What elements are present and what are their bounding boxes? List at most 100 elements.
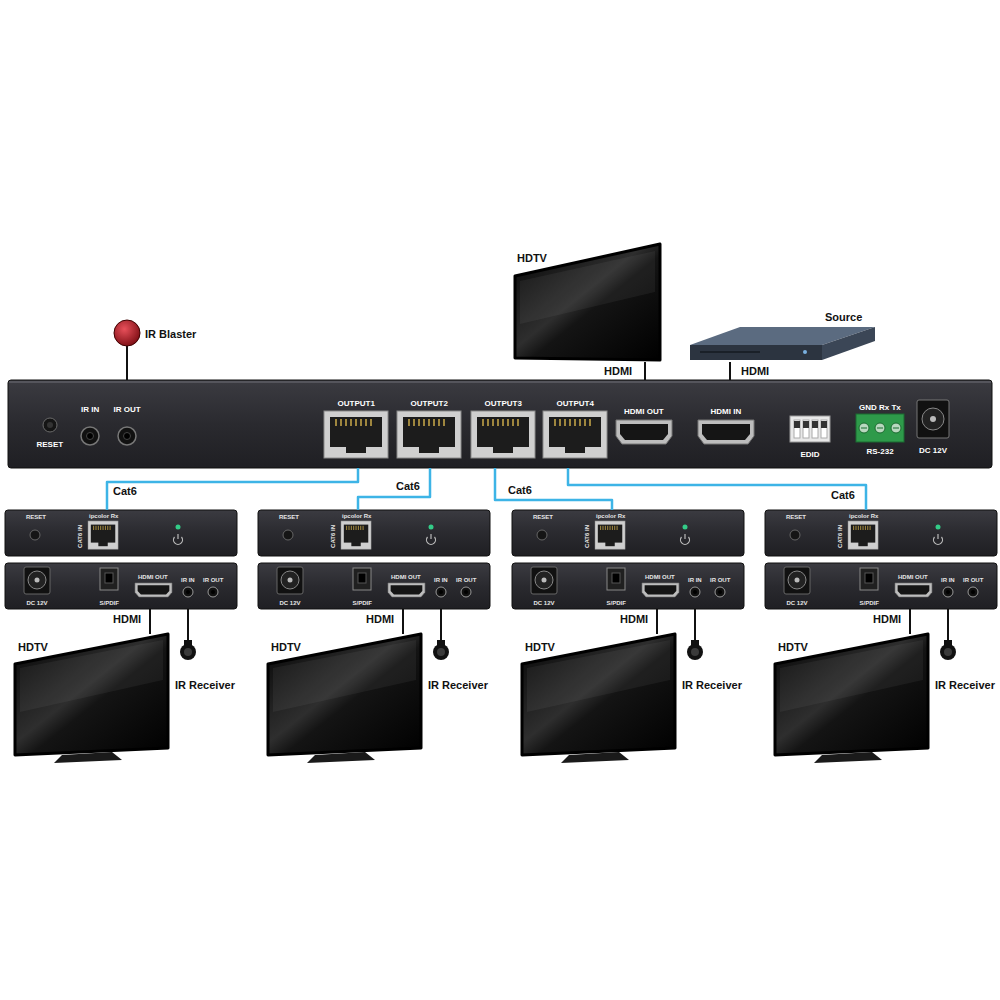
port-label: GND Rx Tx: [859, 403, 901, 412]
receiver-front: RESET ipcolor Rx CAT6 IN: [512, 510, 744, 556]
device-label: HDTV: [18, 641, 48, 654]
cable-label: Cat6: [507, 484, 533, 497]
port-label: IR OUT: [114, 405, 141, 414]
hdtv-screen: [268, 634, 421, 763]
port-label: S/PDIF: [860, 600, 879, 607]
device-label: Source: [825, 311, 862, 324]
cable: [729, 362, 731, 380]
cable-label: HDMI: [603, 365, 633, 378]
device-label: IR Receiver: [175, 679, 235, 692]
port-label: HDMI OUT: [898, 574, 928, 581]
transmitter-unit: RESETIR INIR OUTOUTPUT1OUTPUT2OUTPUT3OUT…: [8, 380, 992, 468]
cat6-cable: [568, 468, 866, 510]
port-label: HDMI OUT: [624, 407, 664, 416]
ir-blaster-emitter: [114, 320, 140, 346]
source-player: Source: [688, 308, 878, 362]
device-label: IR Receiver: [935, 679, 995, 692]
receiver-rear: DC 12V S/PDIF HDMI OUT IR IN IR OUT: [5, 563, 237, 609]
hdtv-display: HDTV: [513, 238, 662, 362]
receiver-front-panel: [512, 510, 744, 556]
port-label: IR IN: [434, 577, 448, 584]
cable: [126, 350, 128, 380]
blaster-stem: [126, 346, 128, 350]
receiver-front-panel: [5, 510, 237, 556]
hdtv-screen: [15, 634, 168, 763]
receiver-rear: DC 12VS/PDIFHDMI OUTIR INIR OUT: [765, 563, 997, 609]
cable: [187, 609, 189, 640]
cable-label: HDMI: [112, 613, 142, 626]
port-label: S/PDIF: [607, 600, 626, 607]
port-label: RS-232: [867, 447, 894, 456]
device-label: IR Receiver: [428, 679, 488, 692]
port-label: IR OUT: [963, 577, 983, 584]
hdtv-display: HDTV: [266, 634, 425, 764]
port-label: DC 12V: [534, 600, 555, 607]
port-label: CAT6 IN: [77, 525, 84, 548]
port-label: RESET: [37, 440, 64, 449]
hdtv-display: HDTV: [773, 634, 932, 764]
device-label: IR Blaster: [145, 328, 196, 341]
cat6-cable: [358, 468, 430, 510]
cable-label: Cat6: [395, 480, 421, 493]
ir-sensor: [433, 640, 449, 660]
port-label: RESET: [26, 514, 46, 521]
port-label: IR IN: [81, 405, 99, 414]
cable: [402, 609, 404, 634]
port-label: HDMI OUT: [391, 574, 421, 581]
cable-label: HDMI: [872, 613, 902, 626]
port-label: IR IN: [941, 577, 955, 584]
port-label: IR OUT: [456, 577, 476, 584]
receiver-front: RESET ipcolor Rx CAT6 IN: [5, 510, 237, 556]
port-label: IR IN: [181, 577, 195, 584]
ir-receiver: IR Receiver: [680, 640, 744, 694]
device-label: HDTV: [778, 641, 808, 654]
port-label: IR OUT: [203, 577, 223, 584]
cable: [644, 362, 646, 380]
cable: [656, 609, 658, 634]
port-label: HDMI IN: [711, 407, 742, 416]
ir-sensor: [940, 640, 956, 660]
receiver-rear: DC 12V S/PDIF HDMI OUT IR IN IR OUT: [512, 563, 744, 609]
cat6-cable: [107, 468, 358, 510]
port-label: IR OUT: [710, 577, 730, 584]
receiver-front: RESETipcolor RxCAT6 IN: [258, 510, 490, 556]
source-player-body: [690, 327, 875, 360]
port-label: HDMI OUT: [645, 574, 675, 581]
receiver-front-panel: [258, 510, 490, 556]
port-label: OUTPUT1: [338, 399, 375, 408]
ir-receiver: IR Receiver: [173, 640, 237, 694]
port-label: DC 12V: [919, 446, 947, 455]
hdtv-display: HDTV: [520, 634, 679, 764]
port-label: CAT6 IN: [837, 525, 844, 548]
port-label: ipcolor Rx: [849, 513, 878, 520]
cable-label: Cat6: [830, 489, 856, 502]
port-label: S/PDIF: [100, 600, 119, 607]
receiver-rear: DC 12VS/PDIFHDMI OUTIR INIR OUT: [258, 563, 490, 609]
port-label: RESET: [279, 514, 299, 521]
device-label: HDTV: [525, 641, 555, 654]
hdtv-display: HDTV: [13, 634, 172, 764]
port-label: DC 12V: [27, 600, 48, 607]
port-label: OUTPUT2: [411, 399, 448, 408]
cable: [947, 609, 949, 640]
receiver-front-panel: [765, 510, 997, 556]
port-label: HDMI OUT: [138, 574, 168, 581]
cable: [149, 609, 151, 634]
ir-sensor: [687, 640, 703, 660]
port-label: IR IN: [688, 577, 702, 584]
cable-label: Cat6: [112, 485, 138, 498]
port-label: ipcolor Rx: [342, 513, 371, 520]
port-label: S/PDIF: [353, 600, 372, 607]
port-label: CAT6 IN: [584, 525, 591, 548]
port-label: EDID: [801, 450, 820, 459]
port-label: ipcolor Rx: [596, 513, 625, 520]
hdtv-screen: [515, 244, 660, 360]
port-label: RESET: [533, 514, 553, 521]
receiver-front: RESET ipcolor Rx CAT6 IN: [765, 510, 997, 556]
receiver-rear-panel: [512, 563, 744, 609]
port-label: ipcolor Rx: [89, 513, 118, 520]
cable: [694, 609, 696, 640]
port-label: RESET: [786, 514, 806, 521]
receiver-rear-panel: [5, 563, 237, 609]
